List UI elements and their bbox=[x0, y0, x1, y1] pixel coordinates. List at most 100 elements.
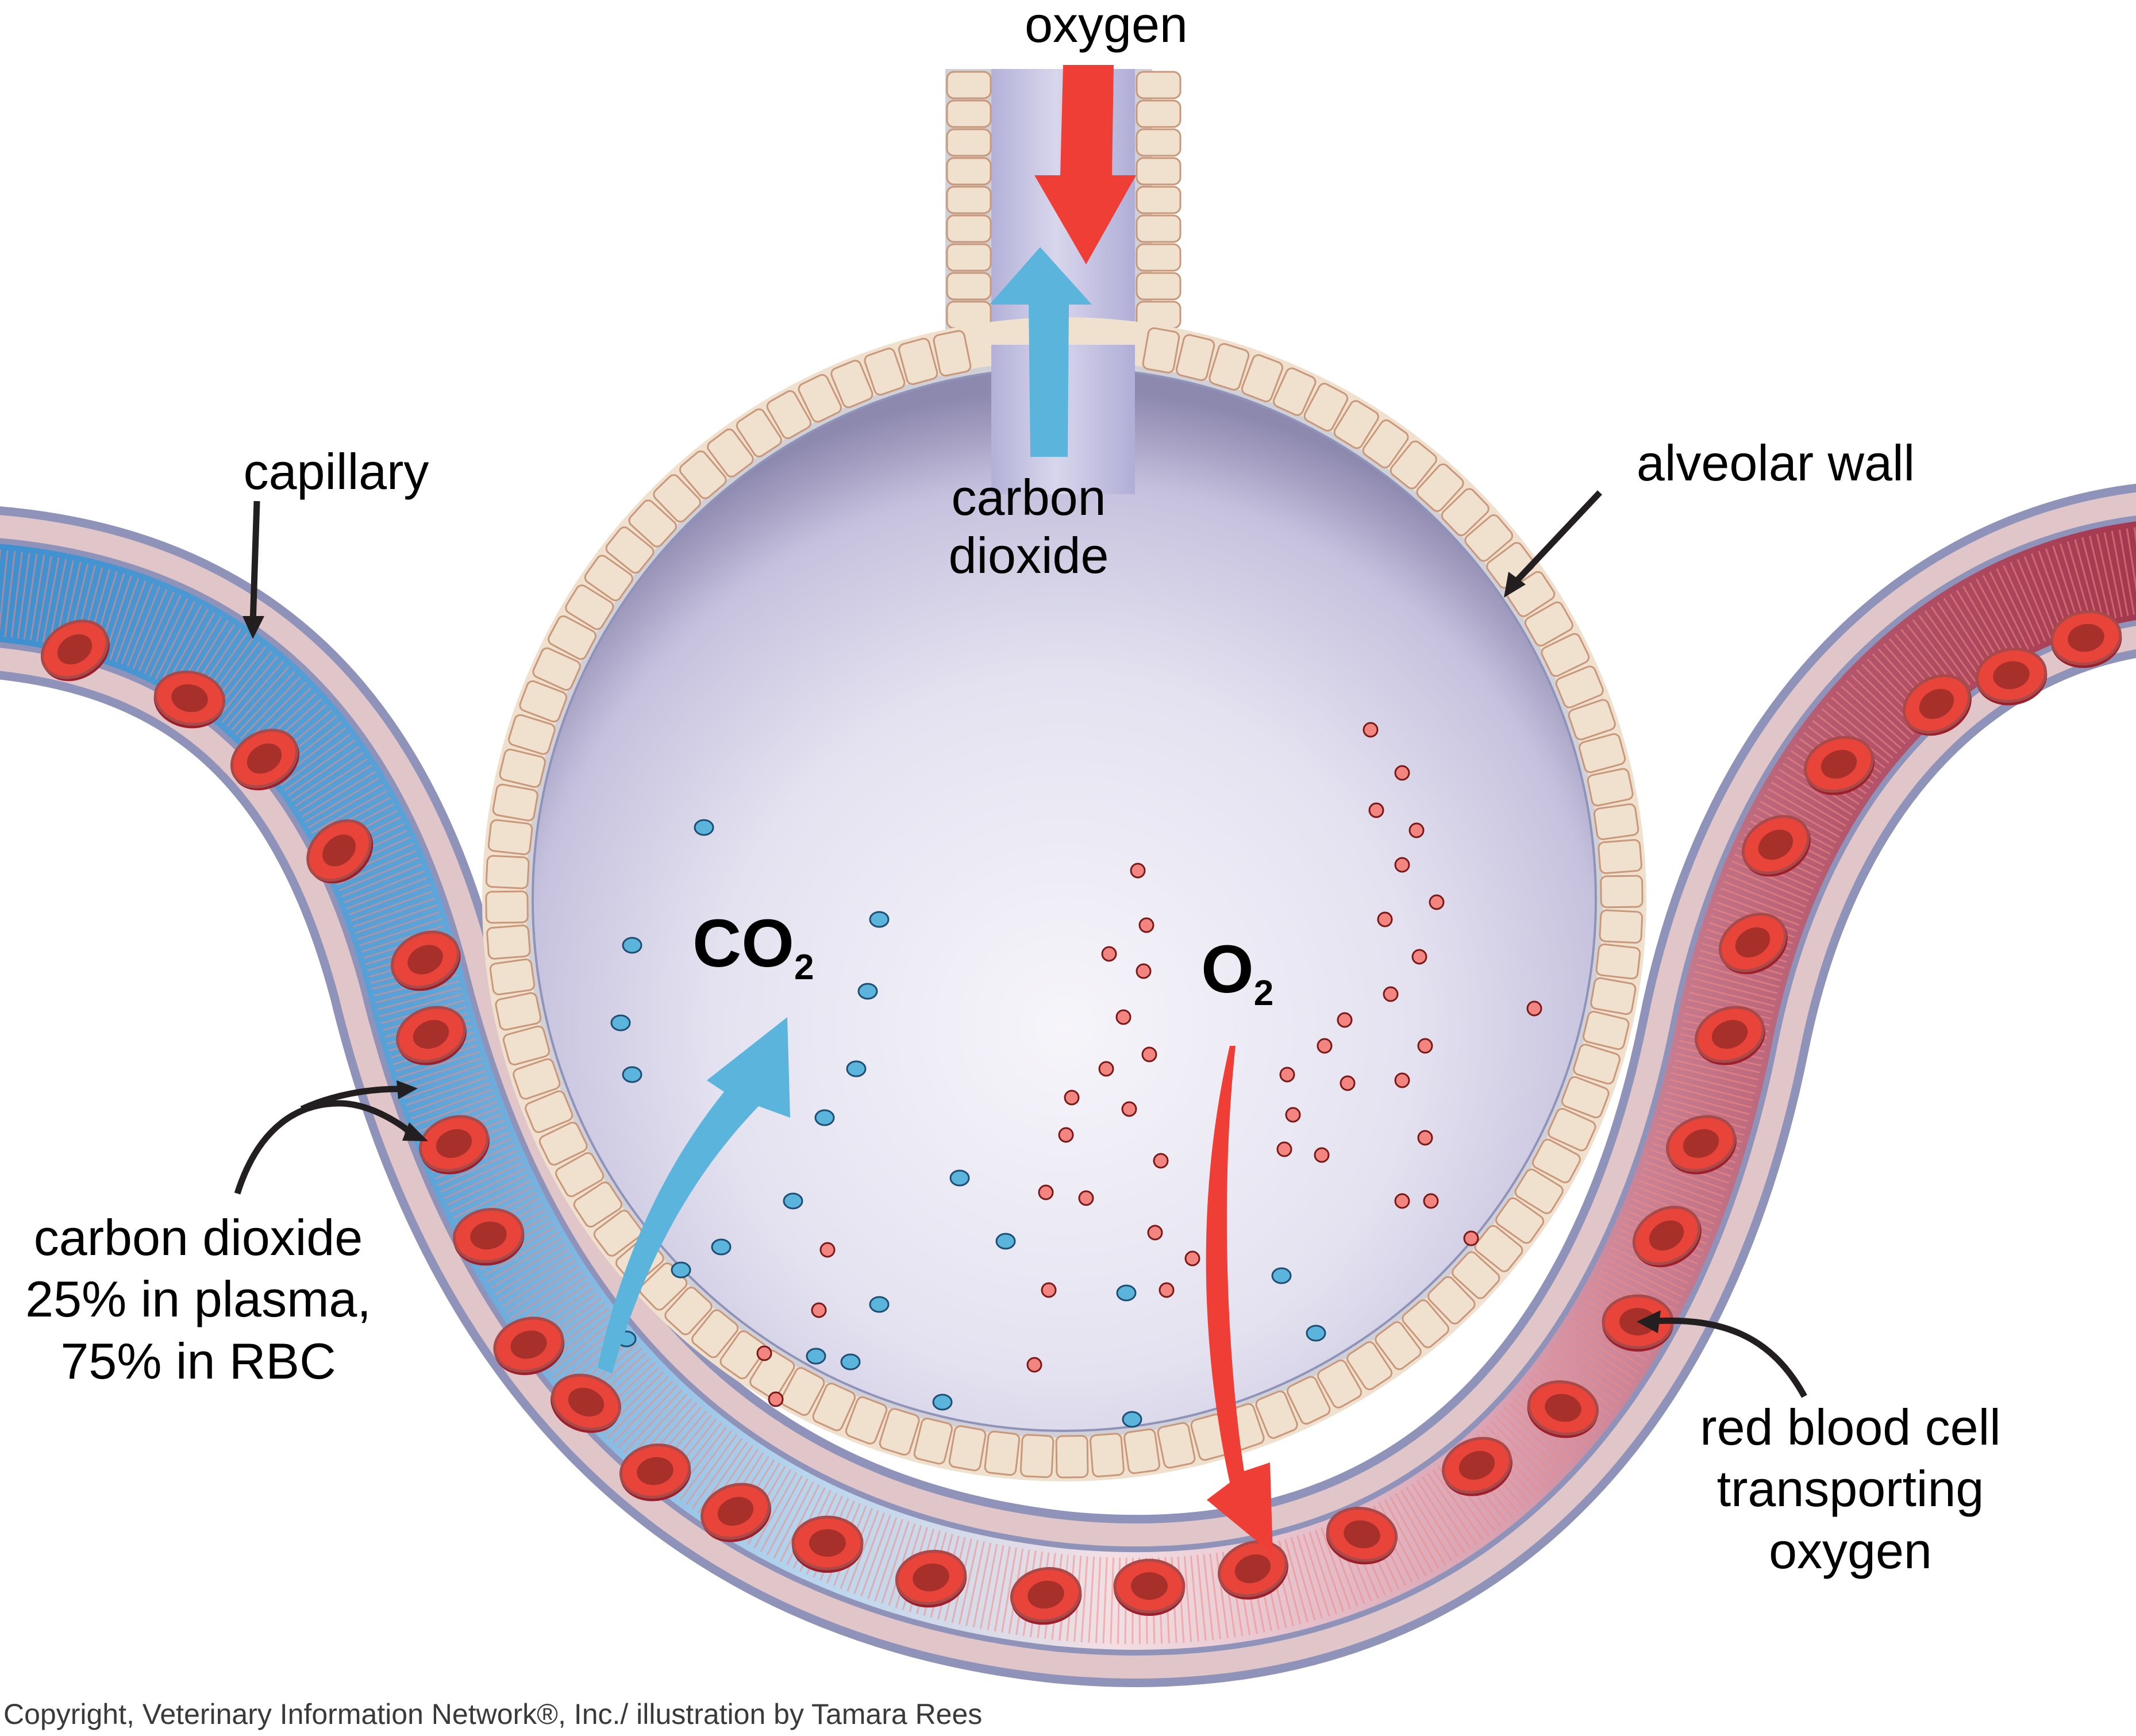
red-blood-cell bbox=[895, 1549, 967, 1608]
o2-molecule bbox=[1394, 857, 1410, 873]
airway-epithelial-cell bbox=[946, 214, 992, 243]
alveolar-epithelial-cell bbox=[664, 1287, 713, 1335]
alveolar-wall-pointer-arrow bbox=[1504, 490, 1603, 598]
alveolar-epithelial-cell bbox=[679, 450, 727, 499]
alveolar-epithelial-cell bbox=[1375, 1321, 1422, 1371]
alveolar-epithelial-cell bbox=[1272, 367, 1317, 416]
co2-molecule bbox=[869, 1296, 890, 1313]
co2-molecule bbox=[711, 1238, 732, 1256]
airway-epithelial-cell bbox=[946, 186, 992, 214]
co2-molecule bbox=[949, 1169, 970, 1187]
alveolar-epithelial-cell bbox=[898, 337, 938, 385]
o2-molecule bbox=[768, 1391, 784, 1407]
co2-formula-main: CO bbox=[692, 906, 794, 981]
o2-molecule bbox=[1138, 917, 1154, 933]
alveolar-epithelial-cell bbox=[691, 1309, 739, 1358]
alveolar-epithelial-cell bbox=[1595, 943, 1641, 980]
copyright-notice: Copyright, Veterinary Information Networ… bbox=[3, 1698, 983, 1730]
red-blood-cell bbox=[1718, 913, 1788, 975]
alveolar-epithelial-cell bbox=[593, 1210, 642, 1257]
airway-epithelial-cell bbox=[1136, 71, 1181, 99]
alveolar-epithelial-cell bbox=[1561, 1076, 1610, 1119]
alveolar-epithelial-cell bbox=[1346, 1341, 1393, 1391]
alveolar-epithelial-cell bbox=[812, 1383, 856, 1431]
co2-molecule bbox=[622, 1066, 642, 1083]
co2-molecules bbox=[610, 819, 1326, 1428]
o2-molecule bbox=[1314, 1147, 1330, 1163]
alveolar-epithelial-cell bbox=[879, 1408, 920, 1456]
o2-molecule bbox=[1408, 822, 1425, 838]
red-blood-cell bbox=[396, 1006, 467, 1065]
red-blood-cell bbox=[230, 729, 299, 791]
alveolar-epithelial-cell bbox=[830, 360, 873, 409]
o2-molecule bbox=[1411, 949, 1427, 965]
alveolar-epithelial-cell bbox=[485, 854, 530, 890]
alveolus bbox=[482, 317, 1646, 1481]
label-carbon-dioxide-out: carbon dioxide bbox=[919, 468, 1138, 584]
airway-epithelial-cell bbox=[946, 272, 992, 301]
alveolar-epithelial-cell bbox=[1333, 400, 1379, 449]
red-blood-cell bbox=[1326, 1506, 1398, 1565]
alveolar-epithelial-cell bbox=[499, 748, 546, 788]
red-blood-cell bbox=[2050, 610, 2122, 668]
rbc-line2: transporting bbox=[1717, 1460, 1984, 1518]
co2-molecule bbox=[814, 1109, 835, 1126]
red-blood-cell bbox=[390, 930, 461, 991]
alveolar-epithelial-cell bbox=[707, 428, 754, 478]
co2-molecule bbox=[857, 983, 878, 1000]
o2-molecule bbox=[1417, 1130, 1433, 1146]
alveolar-epithelial-cell bbox=[1209, 343, 1250, 391]
alveolar-epithelial-cell bbox=[1506, 571, 1556, 617]
co2-outflow-arrow bbox=[990, 247, 1092, 457]
o2-molecule bbox=[1394, 765, 1410, 781]
co2-molecule bbox=[622, 937, 642, 954]
alveolar-epithelial-cell bbox=[1390, 440, 1437, 490]
alveolar-epithelial-cell bbox=[1548, 1107, 1596, 1152]
co2-molecule bbox=[1116, 1284, 1137, 1302]
co2-molecule bbox=[694, 819, 714, 836]
o2-molecule bbox=[1121, 1101, 1137, 1117]
alveolar-epithelial-cell bbox=[845, 1396, 888, 1445]
co2-transport-line2: 25% in plasma, bbox=[25, 1271, 371, 1328]
o2-molecule bbox=[819, 1242, 836, 1258]
airway-epithelial-cell bbox=[1136, 272, 1181, 301]
o2-molecule bbox=[1078, 1190, 1094, 1206]
co2-molecule bbox=[869, 911, 890, 928]
o2-molecule bbox=[1098, 1061, 1114, 1077]
alveolar-epithelial-cell bbox=[984, 1430, 1021, 1476]
alveolar-epithelial-cell bbox=[1524, 601, 1573, 647]
alveolar-epithelial-cell bbox=[525, 1090, 574, 1133]
alveolar-epithelial-cell bbox=[1303, 383, 1349, 432]
o2-molecule bbox=[1115, 1009, 1131, 1025]
o2-molecule bbox=[1317, 1038, 1333, 1054]
alveolar-epithelial-cell bbox=[1555, 665, 1604, 709]
alveolar-epithelial-cell bbox=[1241, 354, 1284, 403]
o2-molecule bbox=[1463, 1230, 1479, 1246]
alveolar-epithelial-cell bbox=[1255, 1390, 1298, 1439]
co2-molecule bbox=[610, 1014, 631, 1031]
red-blood-cell bbox=[40, 619, 110, 682]
alveolar-epithelial-cell bbox=[1573, 1044, 1621, 1085]
co2-molecule bbox=[1122, 1411, 1142, 1428]
alveolar-epithelial-cell bbox=[1583, 1010, 1630, 1050]
red-blood-cell bbox=[1442, 1437, 1512, 1496]
airway-epithelial-cell bbox=[1136, 214, 1181, 243]
alveolar-epithelial-cell bbox=[532, 647, 581, 691]
red-blood-cell bbox=[1695, 1006, 1765, 1065]
airway-epithelial-cell bbox=[946, 71, 992, 99]
alveolar-epithelial-cell bbox=[1593, 803, 1639, 840]
alveolar-epithelial-cell bbox=[933, 330, 972, 377]
red-blood-cell bbox=[619, 1443, 691, 1502]
alveolar-epithelial-cell bbox=[1568, 699, 1616, 741]
o2-molecule bbox=[1276, 1141, 1292, 1157]
rbc-pointer-arrow bbox=[1637, 1310, 1807, 1398]
o2-molecule bbox=[811, 1302, 827, 1318]
alveolar-epithelial-cell bbox=[1464, 514, 1514, 562]
o2-molecule bbox=[1429, 894, 1445, 910]
red-blood-cell bbox=[1975, 647, 2048, 706]
alveolar-epithelial-cell bbox=[749, 1349, 795, 1399]
co2-molecule bbox=[1306, 1325, 1326, 1342]
red-blood-cell bbox=[306, 819, 374, 884]
o2-molecule bbox=[1159, 1282, 1175, 1298]
label-o2-formula: O2 bbox=[1201, 931, 1273, 1014]
